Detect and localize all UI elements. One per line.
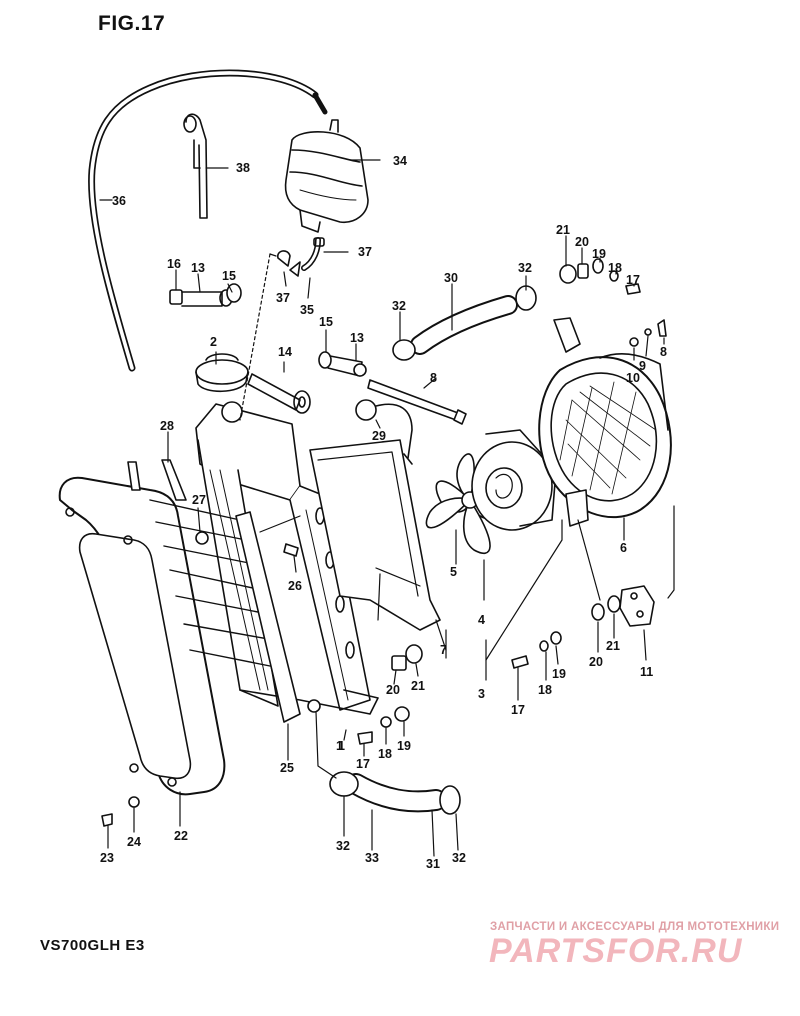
part-label: 13 (350, 331, 364, 345)
part-label: 19 (397, 739, 411, 753)
part-label: 20 (575, 235, 589, 249)
part-label: 18 (538, 683, 552, 697)
radiator-core (195, 401, 379, 715)
part-label: 28 (160, 419, 174, 433)
part-label: 3 (478, 687, 485, 701)
mount-bolt-upper (169, 283, 242, 307)
part-label: 21 (606, 639, 620, 653)
hardware-lower-right (511, 595, 621, 669)
small-hose (277, 237, 325, 277)
part-label: 33 (365, 851, 379, 865)
part-label: 20 (386, 683, 400, 697)
upper-hose (392, 285, 537, 361)
part-label: 16 (167, 257, 181, 271)
thermo-switch (355, 399, 413, 465)
part-label: 34 (393, 154, 407, 168)
part-label: 17 (511, 703, 525, 717)
part-label: 36 (112, 194, 126, 208)
part-label: 8 (660, 345, 667, 359)
part-label: 23 (100, 851, 114, 865)
part-label: 10 (626, 371, 640, 385)
screws (195, 531, 299, 557)
part-label: 32 (518, 261, 532, 275)
reserve-tank (284, 119, 369, 233)
radiator-cap (195, 353, 249, 393)
part-label: 6 (620, 541, 627, 555)
part-label: 7 (440, 643, 447, 657)
part-label: 32 (452, 851, 466, 865)
side-bracket (235, 511, 301, 723)
part-label: 26 (288, 579, 302, 593)
part-label: 32 (336, 839, 350, 853)
part-label: 17 (356, 757, 370, 771)
part-label: 18 (608, 261, 622, 275)
mount-bolt-lower (318, 351, 367, 377)
part-label: 17 (626, 273, 640, 287)
radiator-cover (58, 476, 281, 796)
part-label: 19 (592, 247, 606, 261)
part-label: 21 (556, 223, 570, 237)
long-bolt (367, 379, 467, 425)
leader-lines (99, 159, 675, 857)
bracket-left (127, 459, 187, 501)
model-label: VS700GLH E3 (40, 937, 145, 954)
part-label: 37 (276, 291, 290, 305)
cover-screws (101, 796, 140, 827)
filler-neck (247, 373, 311, 414)
part-label: 37 (358, 245, 372, 259)
watermark-logo: PARTSFOR.RU (489, 932, 743, 970)
fan-bracket (619, 585, 655, 627)
hardware-upper-right (559, 258, 667, 347)
part-label: 24 (127, 835, 141, 849)
part-label: 15 (222, 269, 236, 283)
part-label: 20 (589, 655, 603, 669)
hose-clip (183, 113, 208, 219)
part-label: 31 (426, 857, 440, 871)
part-label: 30 (444, 271, 458, 285)
part-label: 1 (336, 739, 343, 753)
lower-hose (329, 771, 461, 815)
part-label: 27 (192, 493, 206, 507)
part-label: 14 (278, 345, 292, 359)
fan-shroud (538, 317, 672, 527)
part-label: 13 (191, 261, 205, 275)
part-label: 32 (392, 299, 406, 313)
part-label: 25 (280, 761, 294, 775)
part-label: 35 (300, 303, 314, 317)
part-label: 29 (372, 429, 386, 443)
part-label: 18 (378, 747, 392, 761)
part-label: 4 (478, 613, 485, 627)
part-label: 11 (640, 665, 653, 679)
radiator-shroud (309, 439, 441, 631)
overflow-hose (88, 69, 328, 372)
part-label: 15 (319, 315, 333, 329)
part-label: 1 (338, 739, 345, 753)
part-label: 8 (430, 371, 437, 385)
part-label: 19 (552, 667, 566, 681)
part-label: 9 (639, 359, 646, 373)
figure-title: FIG.17 (98, 12, 166, 35)
part-label: 21 (411, 679, 425, 693)
part-label: 22 (174, 829, 188, 843)
hardware-lower-left (307, 644, 423, 745)
watermark-subtitle: ЗАПЧАСТИ И АКСЕССУАРЫ ДЛЯ МОТОТЕХНИКИ (490, 921, 780, 933)
part-labels: 38 34 36 37 37 35 16 13 15 2 14 15 13 8 … (100, 154, 667, 871)
part-label: 5 (450, 565, 457, 579)
part-label: 38 (236, 161, 250, 175)
part-label: 2 (210, 335, 217, 349)
